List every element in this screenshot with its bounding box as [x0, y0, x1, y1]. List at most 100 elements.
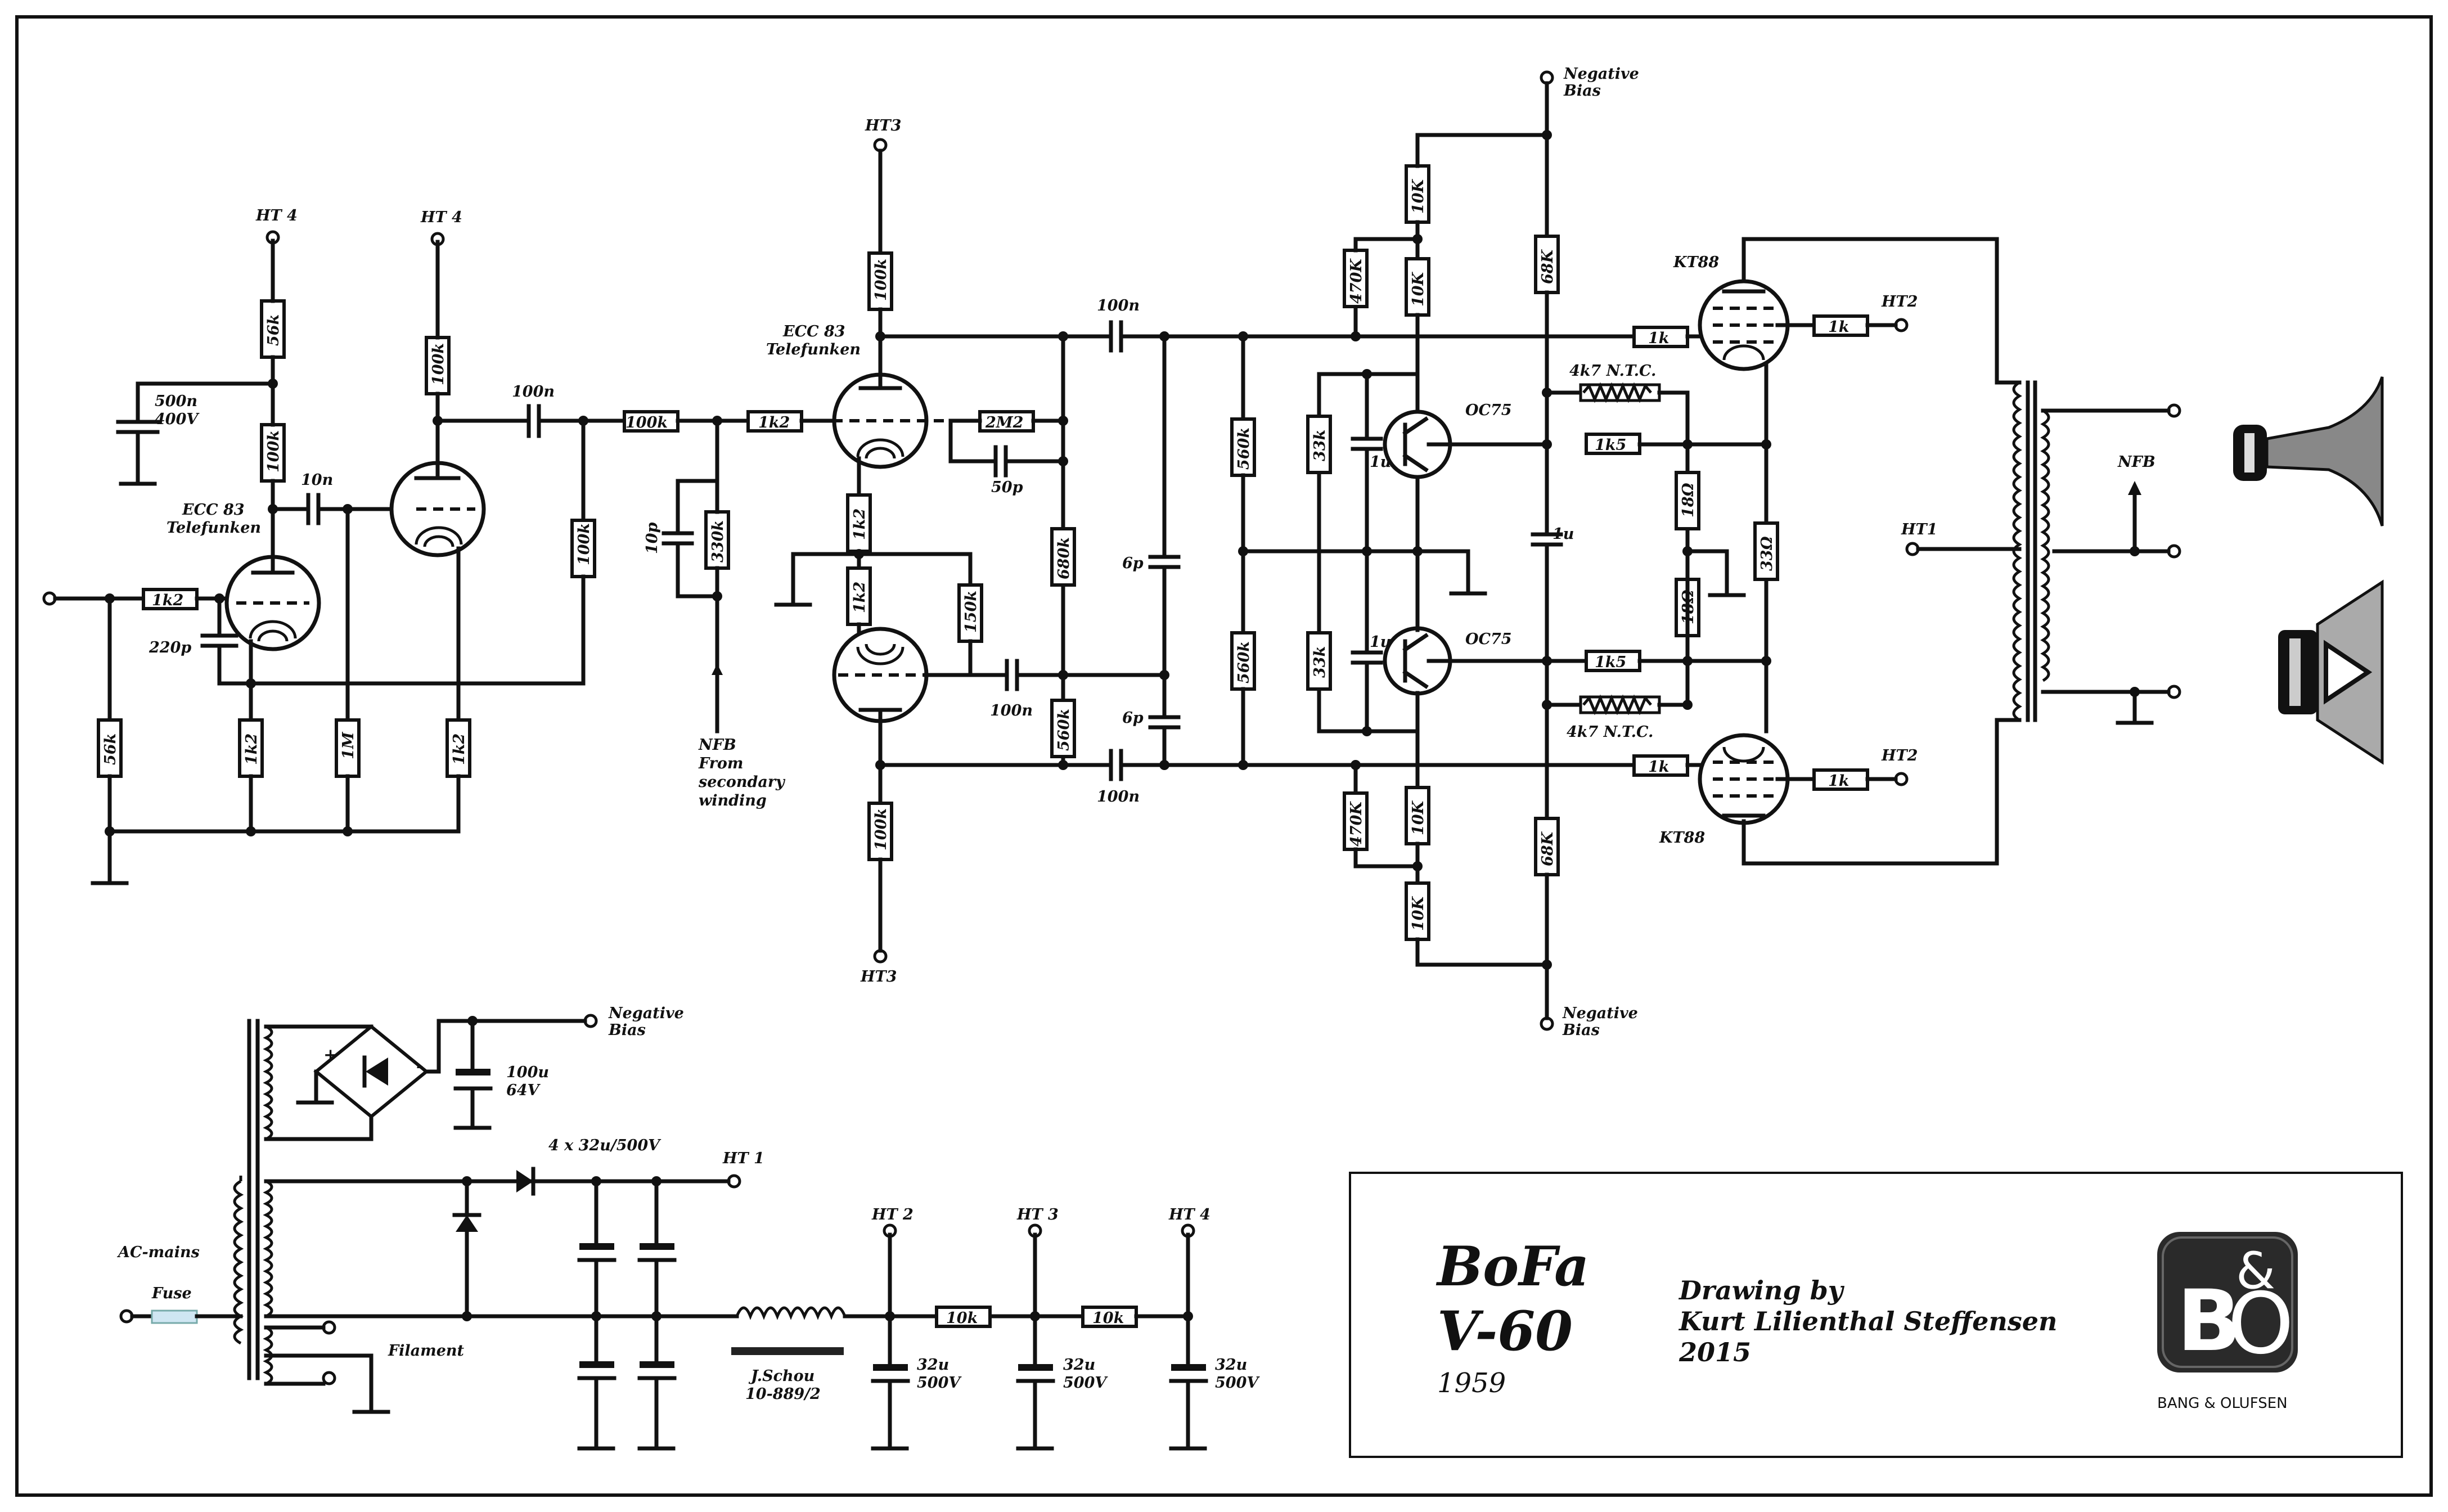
r-1k-screen-bot: 1k: [1828, 772, 1850, 790]
c-1u-mid: 1u: [1552, 525, 1574, 543]
r-330k: 330k: [709, 520, 727, 562]
ac-mains-label: AC-mains: [116, 1244, 200, 1261]
r-1k2-grid: 1k2: [152, 592, 183, 609]
r-1k-grid-bot: 1k: [1648, 758, 1670, 776]
c-50p: 50p: [991, 479, 1023, 496]
ht3-ps-label: HT 3: [1016, 1206, 1059, 1223]
r-1k-screen-top: 1k: [1828, 318, 1850, 336]
ntc-bot-label: 4k7 N.T.C.: [1567, 723, 1653, 741]
r-100k-plate2: 100k: [430, 343, 447, 385]
caps4-label: 4 x 32u/500V: [548, 1137, 662, 1154]
ht2-ps-label: HT 2: [871, 1206, 914, 1223]
year-text: 1959: [1437, 1367, 1506, 1399]
c-6p-a: 6p: [1122, 555, 1144, 572]
r-150k: 150k: [962, 591, 980, 633]
r-1k2-ps-b: 1k2: [851, 582, 868, 613]
c-100n-bot: 100n: [1097, 788, 1140, 806]
title-block: BoFa V-60 1959 Drawing by Kurt Lilientha…: [1349, 1172, 2403, 1458]
ntc-top-label: 4k7 N.T.C.: [1569, 362, 1656, 380]
filament-label: Filament: [388, 1342, 465, 1360]
r-2M2: 2M2: [985, 414, 1023, 431]
c-100n-top: 100n: [1097, 297, 1140, 314]
r-680k: 680k: [1055, 537, 1073, 579]
r-1k2-cath1: 1k2: [243, 734, 260, 765]
q1-label: OC75: [1465, 402, 1512, 419]
r-68k-bot: 68K: [1539, 831, 1556, 866]
svg-text:B: B: [2177, 1272, 2241, 1370]
ht4-ps-label: HT 4: [1168, 1206, 1210, 1223]
q2-label: OC75: [1465, 631, 1512, 648]
r-33k-a: 33k: [1311, 430, 1329, 461]
svg-text:+: +: [323, 1045, 338, 1065]
kt88-top-label: KT88: [1673, 254, 1719, 271]
svg-text:&: &: [2236, 1241, 2275, 1300]
bang-olufsen-logo: B O &: [2157, 1232, 2298, 1373]
r-68k-top: 68K: [1539, 249, 1556, 284]
r-1k5-top: 1k5: [1595, 436, 1626, 454]
r-560k-ps: 560k: [1055, 709, 1073, 751]
ht4-label-a: HT 4: [255, 207, 298, 224]
r-1k2-cath2: 1k2: [451, 734, 468, 765]
output-stage: 1k 1k 4k7 N.T.C. 1k5 18Ω 18Ω 1k5: [1545, 237, 2384, 866]
r-470k-top: 470K: [1348, 258, 1365, 304]
c-100n-a: 100n: [512, 383, 555, 400]
svg-text:-: -: [416, 1056, 423, 1076]
r-1M: 1M: [340, 731, 357, 759]
r-100k-ps-bot: 100k: [872, 808, 890, 850]
r-10k-top2: 10K: [1410, 271, 1427, 307]
r-1k2-ps-a: 1k2: [851, 508, 868, 540]
r-560k-b: 560k: [1235, 641, 1253, 683]
ht3-bot-label: HT3: [860, 968, 897, 986]
nfb-out-label: NFB: [2117, 453, 2156, 471]
c-10n: 10n: [301, 471, 333, 489]
r-560k-a: 560k: [1235, 428, 1253, 470]
r-1k5-bot: 1k5: [1595, 654, 1626, 671]
model-title: V-60: [1437, 1299, 1573, 1363]
r-33: 33Ω: [1758, 536, 1776, 571]
c-220p: 220p: [148, 639, 191, 656]
r-33k-b: 33k: [1311, 646, 1329, 678]
horn-tweeter-icon: [2233, 376, 2384, 526]
brand-title: BoFa: [1436, 1235, 1589, 1298]
driver-stage: 100n 100n 6p 6p 560k 560k: [1061, 65, 1645, 1039]
r-10k-ps-a: 10k: [946, 1310, 978, 1327]
r-56k-input: 56k: [102, 734, 119, 765]
c-6p-b: 6p: [1122, 709, 1144, 727]
credit-year: 2015: [1678, 1337, 1751, 1367]
svg-text:O: O: [2228, 1275, 2294, 1373]
fuse-label: Fuse: [151, 1285, 192, 1302]
r-10k-ps-b: 10k: [1092, 1310, 1124, 1327]
r-100k-series: 100k: [626, 414, 668, 431]
r-470k-bot: 470K: [1348, 801, 1365, 847]
r-10k-top1: 10K: [1410, 178, 1427, 214]
r-56k-dec: 56k: [265, 314, 282, 346]
c-10p: 10p: [644, 522, 661, 554]
credit-line2: Kurt Lilienthal Steffensen: [1678, 1306, 2057, 1336]
ht4-label-b: HT 4: [420, 209, 462, 226]
kt88-bot-label: KT88: [1659, 829, 1705, 847]
logo-text: BANG & OLUFSEN: [2157, 1395, 2288, 1412]
r-18-top: 18Ω: [1680, 483, 1697, 518]
credit-line1: Drawing by: [1678, 1275, 1845, 1306]
fuse-icon: [151, 1310, 198, 1324]
ht1-out-label: HT1: [1901, 521, 1937, 538]
r-1k2-grid2: 1k2: [758, 414, 790, 431]
ht3-top-label: HT3: [865, 117, 901, 134]
ht2-top-label: HT2: [1881, 293, 1918, 310]
ht2-bot-label: HT2: [1881, 747, 1918, 764]
r-100k-grid: 100k: [575, 523, 593, 565]
ht1-label: HT 1: [722, 1150, 764, 1167]
c-100n-b: 100n: [990, 702, 1033, 719]
